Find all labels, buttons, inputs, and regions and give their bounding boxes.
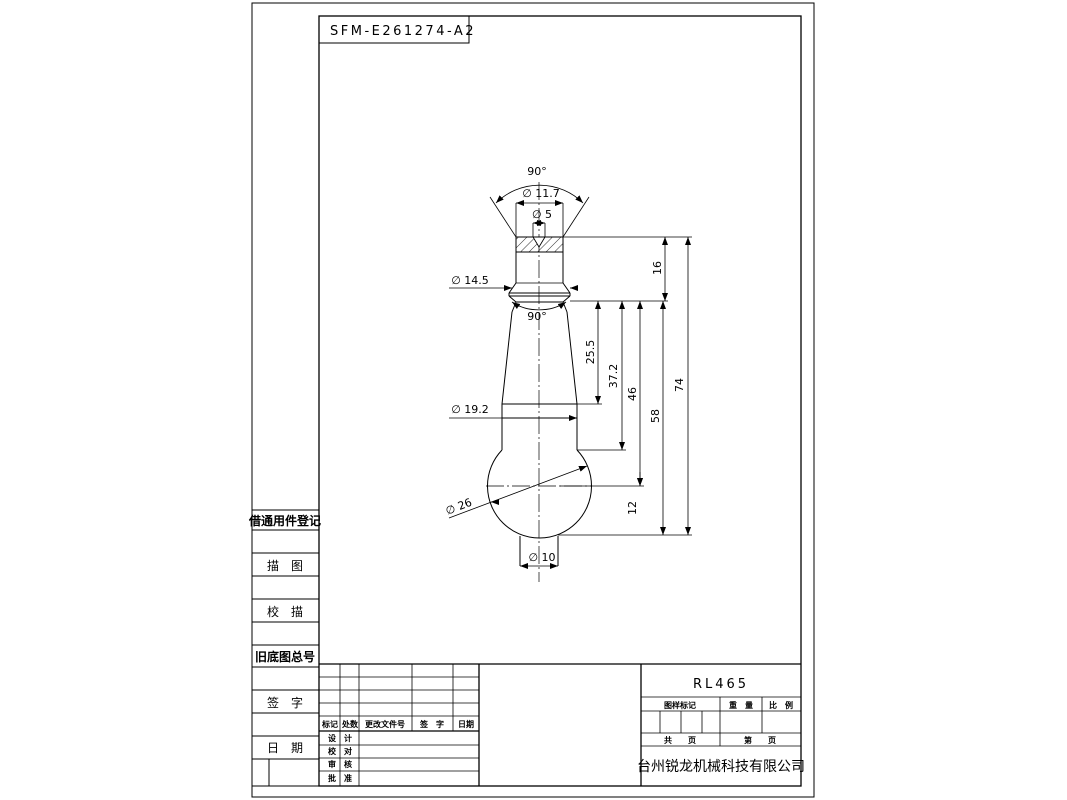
title-mark-label: 图样标记 [664,700,696,710]
rev-role-design: 设 计 [328,733,352,743]
dim-len-16: 16 [651,261,664,275]
rev-role-proof: 校 对 [328,746,352,756]
title-block: RL465 图样标记 重 量 比 例 共 页 第 页 台州锐龙机械科技有限公司 [637,677,805,775]
title-sheet-label: 第 页 [744,735,776,745]
dim-dia-11-7: ∅ 11.7 [522,187,560,200]
drawing-number: SFM-E261274-A2 [330,24,476,39]
rev-role-review: 审 核 [328,759,352,769]
side-date-label: 日 期 [267,741,303,755]
title-total-pages-label: 共 页 [664,735,696,745]
dimensions: 90° ∅ 11.7 ∅ 5 ∅ 14.5 90° ∅ 19.2 ∅ 26 ∅ … [444,165,692,569]
dim-dia-19-2: ∅ 19.2 [451,403,489,416]
company-name: 台州锐龙机械科技有限公司 [637,759,805,775]
title-weight-label: 重 量 [729,700,753,710]
ball [487,449,592,539]
drawing-number-box [318,15,470,44]
side-old-base-label: 旧底图总号 [255,649,315,664]
title-scale-label: 比 例 [769,700,793,710]
dim-dia-14-5: ∅ 14.5 [451,274,489,287]
sheet-outer-frame [251,2,815,798]
center-hole-cone [532,236,546,248]
dim-len-12: 12 [626,501,639,515]
dim-len-46: 46 [626,387,639,401]
side-check-trace-label: 校 描 [267,604,303,619]
dim-len-37-2: 37.2 [607,364,620,389]
part-number: RL465 [693,677,749,692]
dim-dia-10: ∅ 10 [528,551,555,564]
side-trace-label: 描 图 [267,559,303,573]
dim-len-58: 58 [649,409,662,423]
rev-header-count: 处数 [341,719,359,729]
part-outline [486,182,592,582]
dim-dia-5: ∅ 5 [532,208,552,221]
side-signature-label: 签 字 [267,695,303,710]
revision-table: 标记 处数 更改文件号 签 字 日期 设 计 校 对 审 核 批 准 [319,663,801,786]
dim-len-74: 74 [673,378,686,392]
dim-len-25-5: 25.5 [584,340,597,365]
rev-header-sign: 签 字 [419,719,444,729]
rev-header-mark: 标记 [321,719,338,729]
dim-angle-top: 90° [527,165,547,178]
side-register-label: 借通用件登记 [248,513,321,528]
dim-angle-mid: 90° [527,310,547,323]
drawing-inner-frame [318,15,802,787]
side-register-panel: 借通用件登记 描 图 校 描 旧底图总号 签 字 日 期 [248,509,321,787]
rev-header-doc: 更改文件号 [365,719,405,729]
rev-header-date: 日期 [458,719,474,729]
rev-role-approve: 批 准 [328,773,352,783]
